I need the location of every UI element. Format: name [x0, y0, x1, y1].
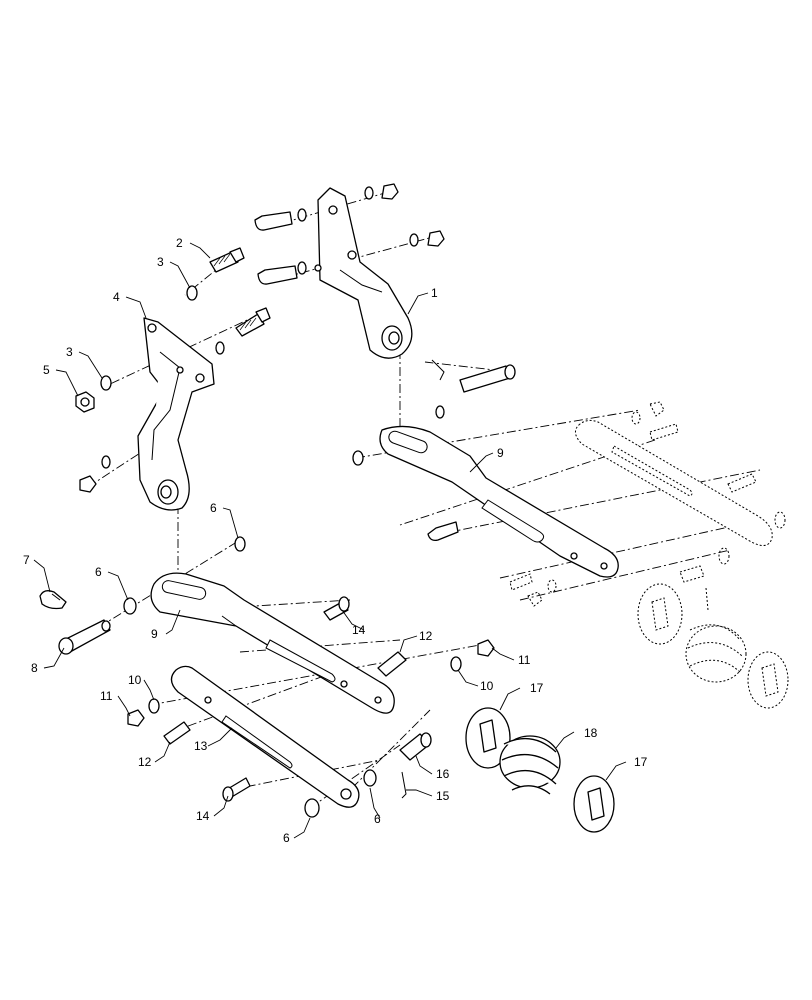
callout-6: 6: [95, 565, 102, 579]
callout-10: 10: [128, 673, 142, 687]
lynch-pin-part-7: [39, 590, 67, 610]
callout-9: 9: [497, 446, 504, 460]
callout-14: 14: [196, 809, 210, 823]
ghost-assembly: [509, 401, 789, 709]
callout-17: 17: [634, 755, 648, 769]
washer-left-mid: [101, 455, 111, 469]
nut-part-5: [75, 391, 95, 413]
washer-upper-9: [352, 450, 364, 466]
washer-6a: [234, 536, 246, 552]
callout-3: 3: [157, 255, 164, 269]
washer-6c: [304, 798, 320, 818]
callout-6: 6: [374, 812, 381, 826]
bracket-left: [137, 317, 215, 511]
callout-12: 12: [419, 629, 433, 643]
callout-11: 11: [518, 653, 531, 667]
callout-12: 12: [138, 755, 152, 769]
spring-seat-17a: [465, 707, 511, 769]
callout-16: 16: [436, 767, 450, 781]
callout-17: 17: [530, 681, 544, 695]
washer-3b: [100, 375, 112, 391]
callout-3: 3: [66, 345, 73, 359]
callout-6: 6: [283, 831, 290, 845]
callout-10: 10: [480, 679, 494, 693]
callout-7: 7: [23, 553, 30, 567]
washer-3a: [186, 285, 198, 301]
nut-11a: [477, 639, 495, 657]
callout-9: 9: [151, 627, 158, 641]
washer-left-top: [215, 341, 225, 355]
bracket-right: [314, 187, 413, 359]
clevis-pin-part-8: [58, 619, 111, 655]
arm-part-9-lower: [150, 572, 395, 714]
washer-6d: [363, 769, 377, 787]
pin-12a: [377, 651, 407, 677]
pin-12b: [163, 721, 191, 745]
link-bar-part-13: [170, 665, 360, 808]
cotter-part-15: [401, 771, 407, 799]
pin-part-16: [399, 732, 432, 761]
upper-bolts: [254, 183, 445, 285]
washer-10a: [450, 656, 462, 672]
bolt-lower-left: [235, 307, 271, 337]
callout-13: 13: [194, 739, 208, 753]
callout-5: 5: [43, 363, 50, 377]
callout-1: 1: [431, 286, 438, 300]
callout-4: 4: [113, 290, 120, 304]
spring-part-18: [499, 735, 561, 795]
bolt-upper-9: [427, 521, 459, 542]
spring-seat-17b: [573, 775, 615, 833]
nut-left-low: [79, 475, 97, 493]
pin-upper: [431, 359, 516, 419]
arm-part-9-upper: [379, 425, 619, 578]
callout-18: 18: [584, 726, 598, 740]
leader-lines: [33, 242, 627, 839]
callout-2: 2: [176, 236, 183, 250]
nut-11b: [127, 709, 145, 727]
bolt-14b-head: [222, 786, 234, 802]
callout-15: 15: [436, 789, 450, 803]
callout-14: 14: [352, 623, 366, 637]
callout-6: 6: [210, 501, 217, 515]
bolt-part-2: [209, 247, 245, 273]
callouts: 1 2 3 4 3 5 9 6 7 6 9 14 8 12 11 10 10 1…: [23, 236, 648, 845]
bolt-14a-head: [338, 596, 350, 612]
callout-8: 8: [31, 661, 38, 675]
callout-11: 11: [100, 689, 113, 703]
washer-10b: [148, 698, 160, 714]
washer-6b: [123, 597, 137, 615]
